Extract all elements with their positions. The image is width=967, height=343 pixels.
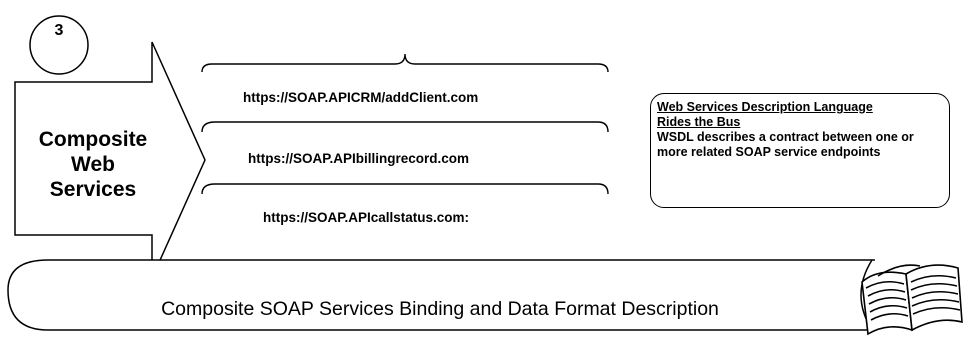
step-circle — [29, 15, 89, 75]
wsdl-callout: Web Services Description Language Rides … — [650, 93, 950, 208]
open-book-icon — [861, 264, 963, 336]
composite-label-line: Web — [71, 153, 115, 176]
endpoint-addclient: https://SOAP.APICRM/addClient.com — [243, 90, 479, 105]
brace-middle — [201, 121, 609, 133]
wsdl-description: WSDL describes a contract between one or… — [657, 130, 914, 159]
step-number: 3 — [54, 22, 64, 39]
brace-bottom — [201, 183, 609, 195]
composite-arrow — [14, 41, 206, 279]
endpoint-billingrecord: https://SOAP.APIbillingrecord.com — [248, 151, 470, 166]
wsdl-subtitle: Rides the Bus — [657, 115, 741, 129]
endpoint-callstatus: https://SOAP.APIcallstatus.com: — [263, 210, 470, 225]
banner-title: Composite SOAP Services Binding and Data… — [161, 298, 719, 320]
composite-label-line: Services — [49, 178, 137, 201]
wsdl-title: Web Services Description Language — [657, 100, 873, 114]
composite-web-services-label: Composite Web Services — [18, 127, 168, 202]
brace-top — [201, 53, 609, 73]
banner-shape — [7, 259, 875, 331]
composite-label-line: Composite — [38, 128, 148, 151]
